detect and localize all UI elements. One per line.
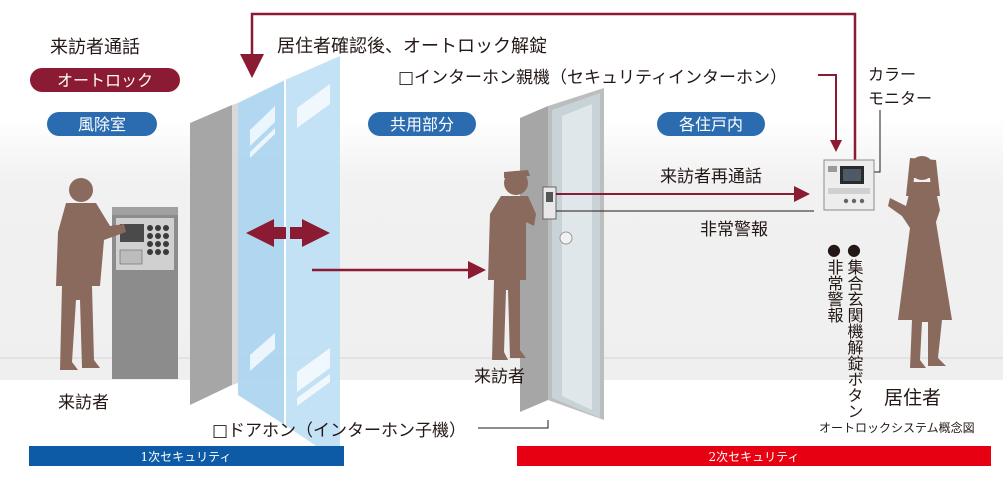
zone-windbreak-room: 風除室 [47,112,157,136]
autolock-badge: オートロック [30,68,180,92]
emergency-alarm-label: 非常警報 [700,220,768,240]
color-monitor-label-2: モニター [868,89,932,108]
secondary-security-label: 2次セキュリティ [709,450,800,464]
door-open-arrows [246,219,330,247]
entrance-intercom-panel [112,207,178,379]
primary-security-bar: 1次セキュリティ [29,446,344,466]
entrance-wall [190,103,238,405]
door-phone-unit [542,186,557,220]
keypad-icon [147,225,169,255]
resident-confirm-unlock-label: 居住者確認後、オートロック解錠 [277,36,547,57]
diagram-caption: オートロックシステム概念図 [819,420,975,435]
unlock-button-label: ●集合玄関機解錠ボタン [845,240,864,419]
visitor-label-center: 来訪者 [474,367,525,387]
emergency-alarm-button-label: ●非常警報 [825,240,844,323]
unit-entrance-wall [520,88,604,420]
visitor-label-left: 来訪者 [58,393,109,413]
interphone-master-label: □インターホン親機（セキュリティインターホン） [398,68,787,88]
zone-label: 各住戸内 [679,115,743,134]
color-monitor-label-1: カラー [868,65,916,84]
automatic-glass-door [238,56,340,462]
door-phone-leader [478,420,549,429]
interphone-master-unit [823,159,875,211]
zone-label: 共用部分 [390,115,454,134]
resident-figure [888,156,952,368]
resident-label: 居住者 [884,387,941,409]
visitor-recall-label: 来訪者再通話 [660,167,762,187]
visitor-figure-left [56,178,126,370]
zone-label: 風除室 [78,115,126,134]
visitor-call-label: 来訪者通話 [50,37,140,58]
autolock-badge-label: オートロック [57,71,153,90]
secondary-security-bar: 2次セキュリティ [517,446,991,466]
zone-each-unit: 各住戸内 [657,112,765,136]
visitor-figure-center [488,170,536,360]
unlock-signal-arrow [240,12,857,175]
zone-common-area: 共用部分 [368,112,476,136]
primary-security-label: 1次セキュリティ [141,450,232,464]
door-phone-label: □ドアホン（インターホン子機） [212,421,466,441]
